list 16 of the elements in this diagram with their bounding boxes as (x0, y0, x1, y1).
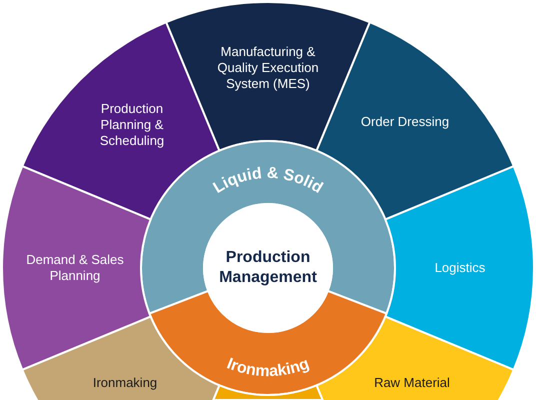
ring-label: Ironmaking (224, 355, 312, 380)
segment-label: Ironmaking (92, 374, 158, 392)
wheel-segment (384, 165, 535, 371)
segment-label: Raw Material (374, 374, 450, 392)
segment-label: Production Planning & Scheduling (98, 100, 166, 150)
wheel-segment (212, 384, 324, 400)
segment-label: Manufacturing & Quality Execution System (MES) (216, 44, 320, 92)
wheel-segment (316, 316, 515, 400)
segment-label: Order Dressing (360, 114, 450, 131)
ring-label: Liquid & Solid (210, 164, 326, 197)
center-circle (203, 203, 333, 333)
wheel-segment (1, 165, 152, 371)
segment-label: Demand & Sales Planning (25, 252, 125, 284)
segment-label: Logistics (434, 260, 486, 276)
center-label: Production Management (218, 248, 318, 288)
wheel-segment (21, 316, 220, 400)
